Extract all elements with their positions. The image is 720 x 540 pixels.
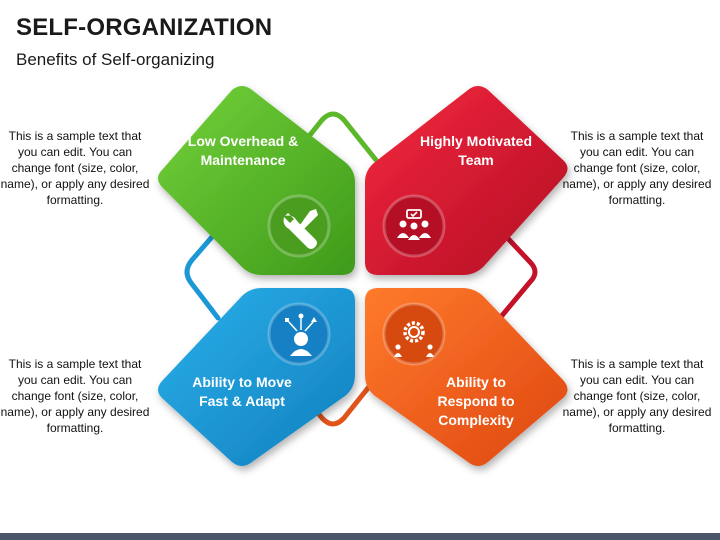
team-icon (382, 194, 446, 258)
card-label-bottom-left: Ability to Move Fast & Adapt (192, 374, 292, 409)
card-label-top-right: Highly Motivated Team (419, 133, 532, 168)
connector-right (497, 227, 538, 321)
footer-bar (0, 533, 720, 540)
side-text-bottom-right: This is a sample text that you can edit.… (562, 357, 712, 435)
side-text-bottom-left: This is a sample text that you can edit.… (0, 357, 150, 435)
page-title: SELF-ORGANIZATION (16, 14, 273, 41)
card-label-bottom-right: Ability to Respond to Complexity (437, 374, 515, 428)
wrench-icon (267, 194, 331, 258)
gear-people-icon (382, 302, 446, 366)
page-subtitle: Benefits of Self-organizing (16, 50, 215, 69)
connector-bottom (287, 375, 379, 427)
side-text-top-right: This is a sample text that you can edit.… (562, 129, 712, 207)
connector-top (287, 111, 379, 163)
side-text-top-left: This is a sample text that you can edit.… (0, 129, 150, 207)
idea-person-icon (267, 302, 331, 366)
card-label-top-left: Low Overhead & Maintenance (187, 133, 299, 168)
connector-left (184, 227, 221, 321)
